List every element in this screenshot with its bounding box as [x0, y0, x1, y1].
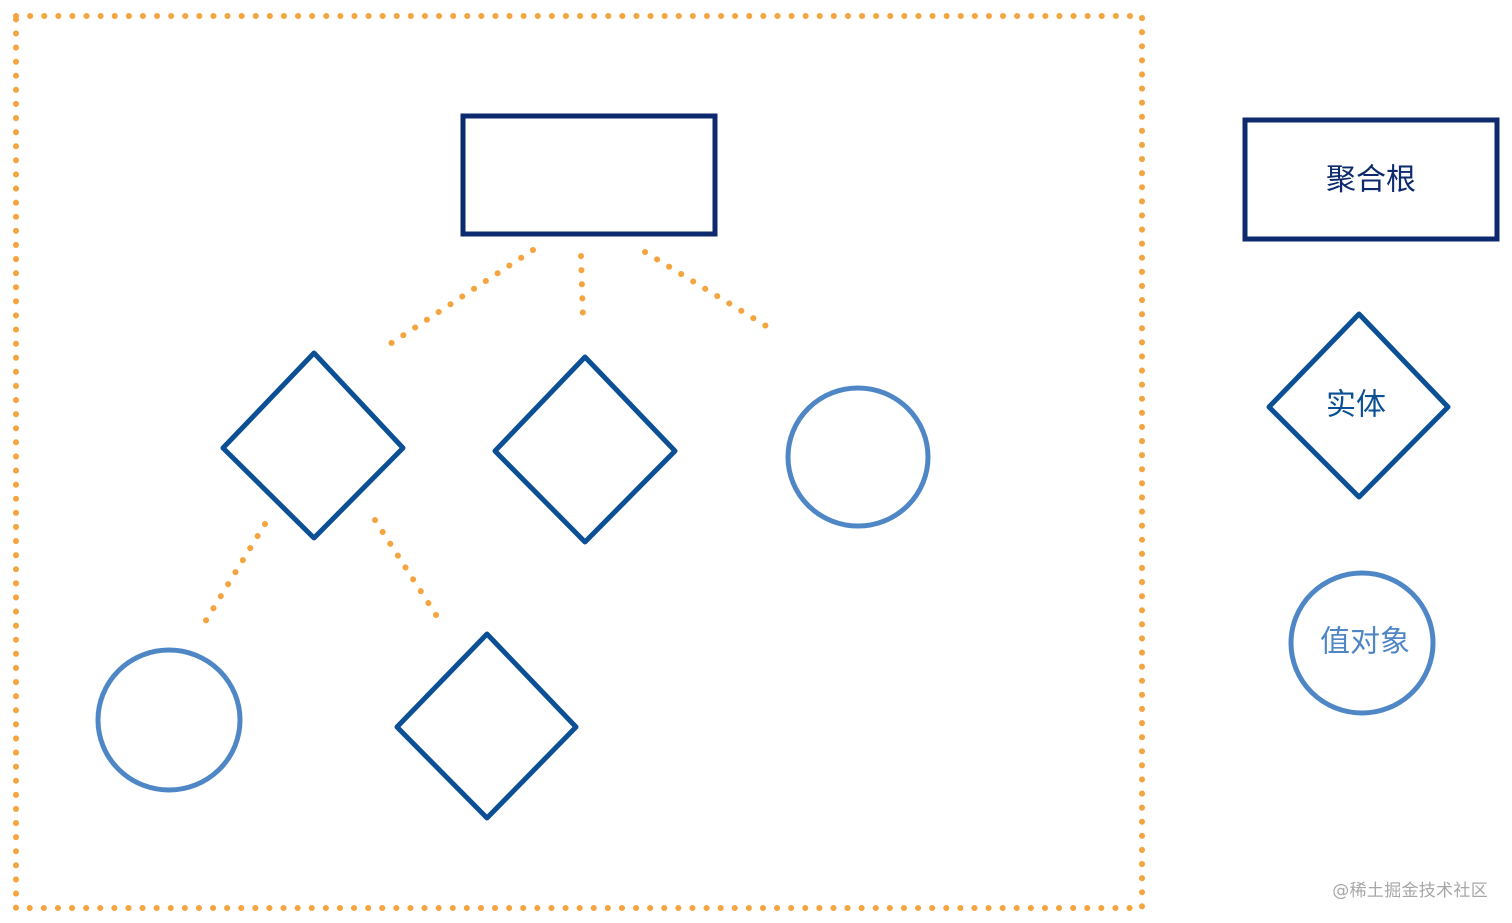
watermark: @稀土掘金技术社区: [1332, 881, 1488, 901]
legend-value-object-circle: [1288, 570, 1436, 716]
legend-aggregate-root-box: [1242, 117, 1500, 242]
connector-root-to-entity-left: [387, 247, 536, 347]
legend-entity-label: 实体: [1326, 388, 1386, 423]
legend: 聚合根 实体 值对象: [1242, 117, 1500, 716]
connector-root-to-entity-middle: [578, 253, 586, 321]
connector-root-to-value-object-right: [642, 249, 779, 335]
connector-entity-to-entity-bottom: [372, 517, 441, 621]
entity-node-middle: [492, 354, 678, 545]
entity-node-bottom: [394, 631, 579, 821]
value-object-node-right: [785, 385, 931, 529]
legend-entity-diamond: [1266, 311, 1451, 500]
connector-entity-to-value-object-bottom-left: [202, 521, 268, 625]
aggregate-root-node: [460, 113, 718, 237]
value-object-node-bottom-left: [95, 647, 243, 793]
legend-value-object-label: 值对象: [1320, 625, 1410, 660]
entity-node-left: [220, 350, 406, 541]
legend-aggregate-root-label: 聚合根: [1326, 163, 1416, 198]
aggregate-boundary: [13, 13, 1145, 911]
